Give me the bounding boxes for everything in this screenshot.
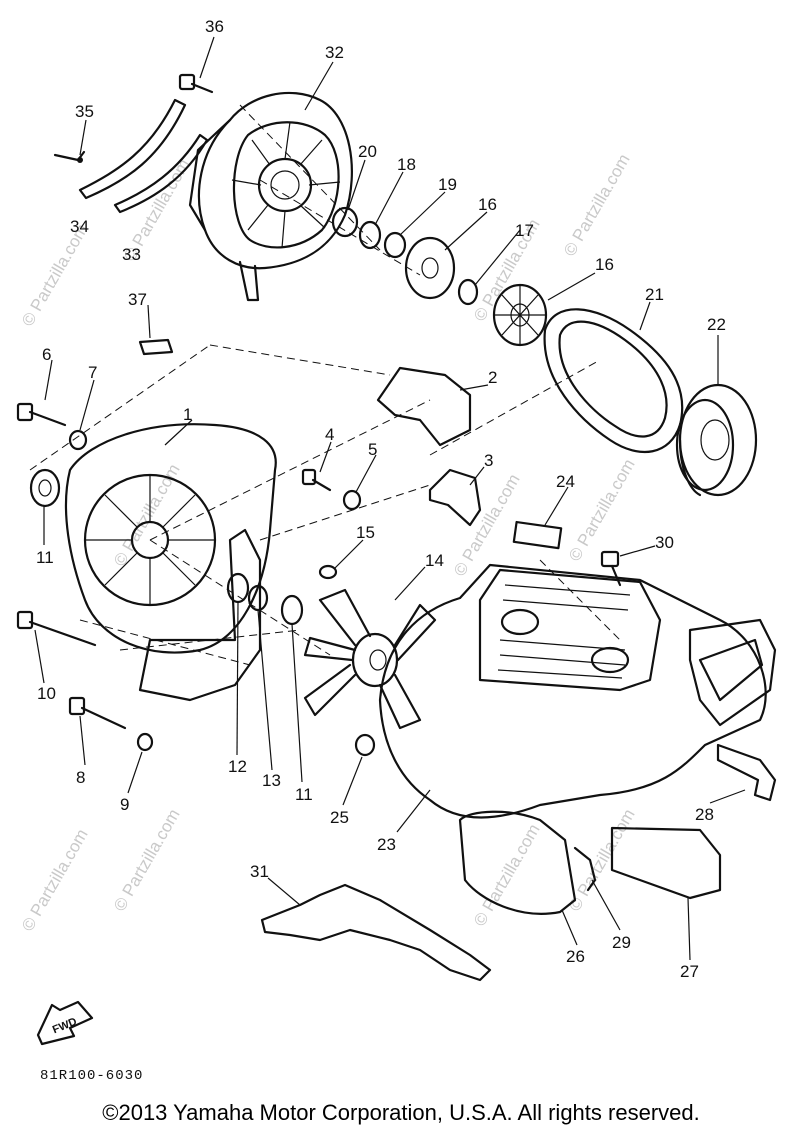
callout-12: 12 [228, 757, 247, 776]
clip-15 [318, 564, 338, 580]
callout-11: 11 [36, 548, 54, 567]
callout-33: 33 [122, 245, 141, 264]
washers-12-13-11 [226, 572, 304, 626]
callout-25: 25 [330, 808, 349, 827]
drive-belt [543, 308, 684, 454]
callout-16: 16 [478, 195, 497, 214]
callout-34: 34 [70, 217, 89, 236]
callout-11-b: 11 [295, 785, 313, 804]
callout-23: 23 [377, 835, 396, 854]
callout-1: 1 [183, 405, 192, 424]
fan-housing-upper [188, 91, 353, 302]
fwd-label: FWD [51, 1016, 79, 1037]
callout-30: 30 [655, 533, 674, 552]
cover-2 [376, 366, 472, 447]
callout-19: 19 [438, 175, 457, 194]
callout-35: 35 [75, 102, 94, 121]
copyright-notice: ©2013 Yamaha Motor Corporation, U.S.A. A… [102, 1100, 700, 1125]
callout-7: 7 [88, 363, 97, 382]
washer-stack [331, 206, 548, 347]
plate-26-pin-29 [458, 810, 597, 915]
fwd-arrow: FWD [36, 1000, 94, 1046]
callout-22: 22 [707, 315, 726, 334]
callout-2: 2 [488, 368, 497, 387]
plate-37 [138, 338, 174, 356]
fan-case [29, 423, 277, 654]
callout-15: 15 [356, 523, 375, 542]
callout-26: 26 [566, 947, 585, 966]
callout-9: 9 [120, 795, 129, 814]
callout-32: 32 [325, 43, 344, 62]
callout-3: 3 [484, 451, 493, 470]
callout-6: 6 [42, 345, 51, 364]
leader-lines [34, 36, 746, 961]
callout-28: 28 [695, 805, 714, 824]
clip-25 [354, 733, 376, 757]
fan-case-rear [138, 528, 262, 702]
bolts-10-8-washer-9 [16, 610, 154, 752]
callout-24: 24 [556, 472, 575, 491]
callout-labels: 36 32 35 20 18 19 16 17 16 34 33 21 22 3… [36, 17, 726, 981]
callout-14: 14 [425, 551, 444, 570]
callout-29: 29 [612, 933, 631, 952]
pulley [675, 383, 758, 497]
bolt-4-washer-5 [301, 468, 362, 511]
callout-20: 20 [358, 142, 377, 161]
duct-plate-31 [260, 883, 492, 982]
bolt-36 [178, 73, 214, 94]
callout-21: 21 [645, 285, 664, 304]
cooling-fan [303, 588, 437, 730]
callout-4: 4 [325, 425, 334, 444]
assembly-guide-lines [29, 104, 621, 666]
handle-28 [716, 743, 777, 802]
bolt-6-washer-7 [16, 402, 88, 451]
callout-8: 8 [76, 768, 85, 787]
bracket-3 [428, 468, 482, 527]
callout-10: 10 [37, 684, 56, 703]
callout-37: 37 [128, 290, 147, 309]
callout-31: 31 [250, 862, 269, 881]
callout-13: 13 [262, 771, 281, 790]
exploded-view-diagram: FWD [16, 17, 777, 1046]
callout-36: 36 [205, 17, 224, 36]
engine-shroud [378, 563, 777, 819]
drawing-code: 81R100-6030 [40, 1068, 144, 1084]
callout-16-b: 16 [595, 255, 614, 274]
pad-27 [610, 826, 722, 900]
callout-18: 18 [397, 155, 416, 174]
bolt-30 [600, 550, 622, 587]
callout-27: 27 [680, 962, 699, 981]
strap-and-hook [53, 98, 209, 214]
label-24 [512, 520, 563, 550]
callout-5: 5 [368, 440, 377, 459]
callout-17: 17 [515, 221, 534, 240]
